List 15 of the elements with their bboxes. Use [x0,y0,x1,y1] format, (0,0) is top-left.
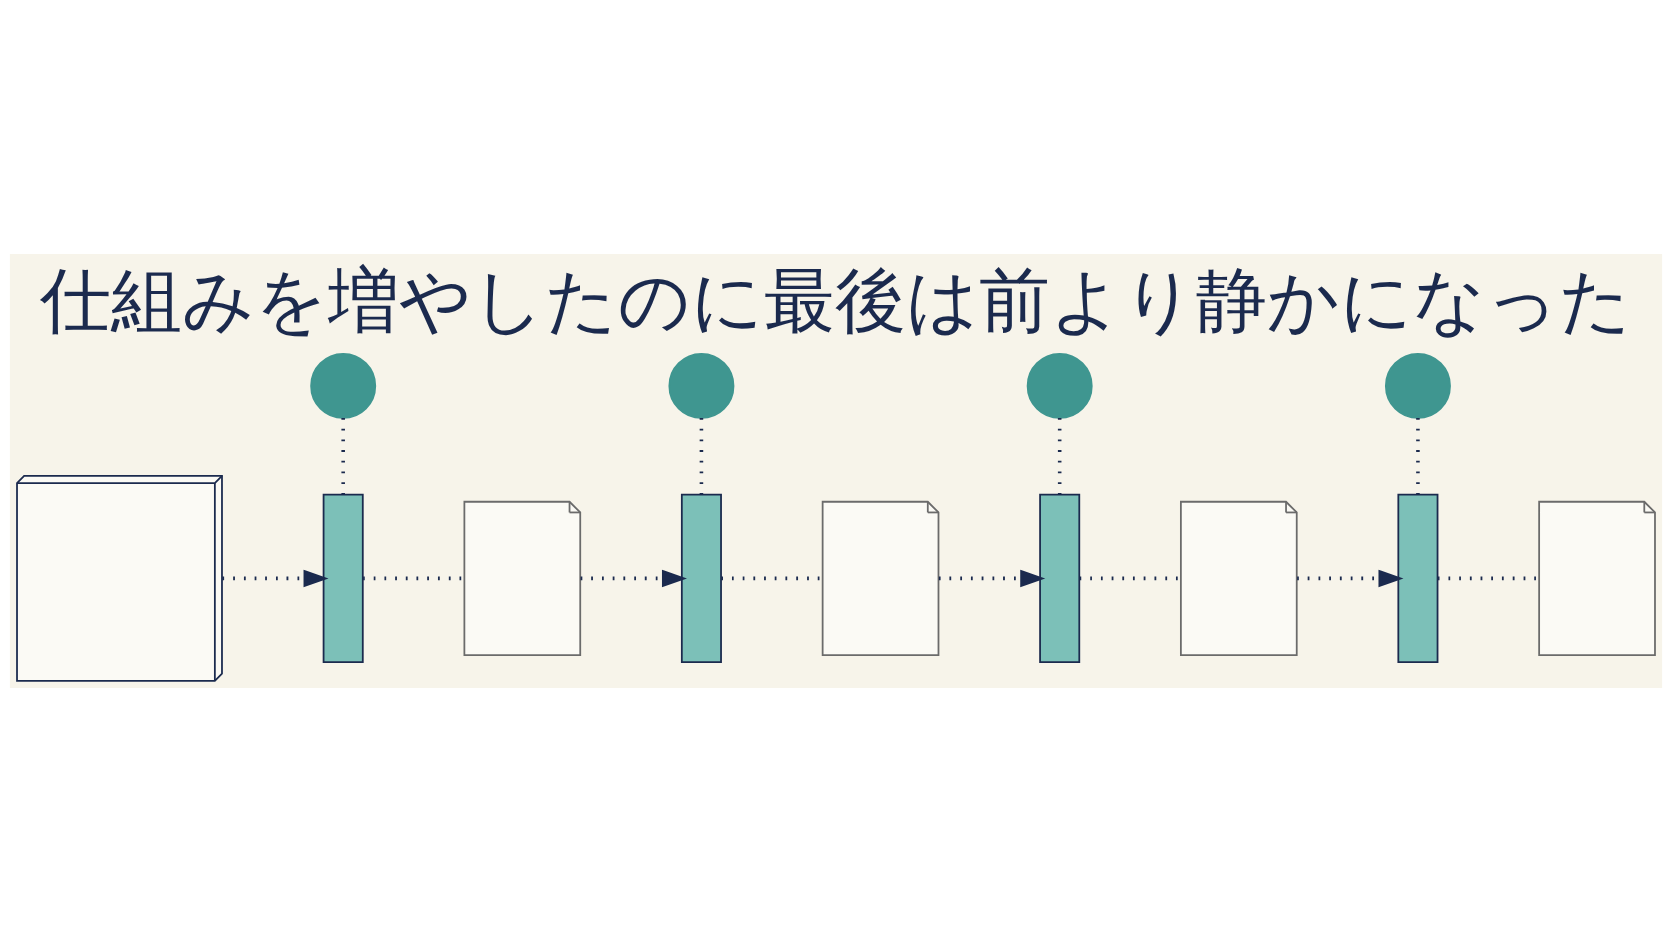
node-circle [1026,352,1093,419]
node-bar [1397,493,1439,663]
arrow [222,569,329,587]
connector [699,417,704,494]
node-circle [310,352,377,419]
node-circle [1384,352,1451,419]
arrow [938,569,1046,587]
node-bar [1039,493,1081,663]
diagram-title: 仕組みを増やしたのに最後は前より静かになった [40,258,1632,342]
connector [1057,417,1062,494]
node-bar [680,493,722,663]
node-bar [322,493,364,663]
node-circle [668,352,735,419]
arrow [580,569,687,587]
arrow [1297,569,1404,587]
